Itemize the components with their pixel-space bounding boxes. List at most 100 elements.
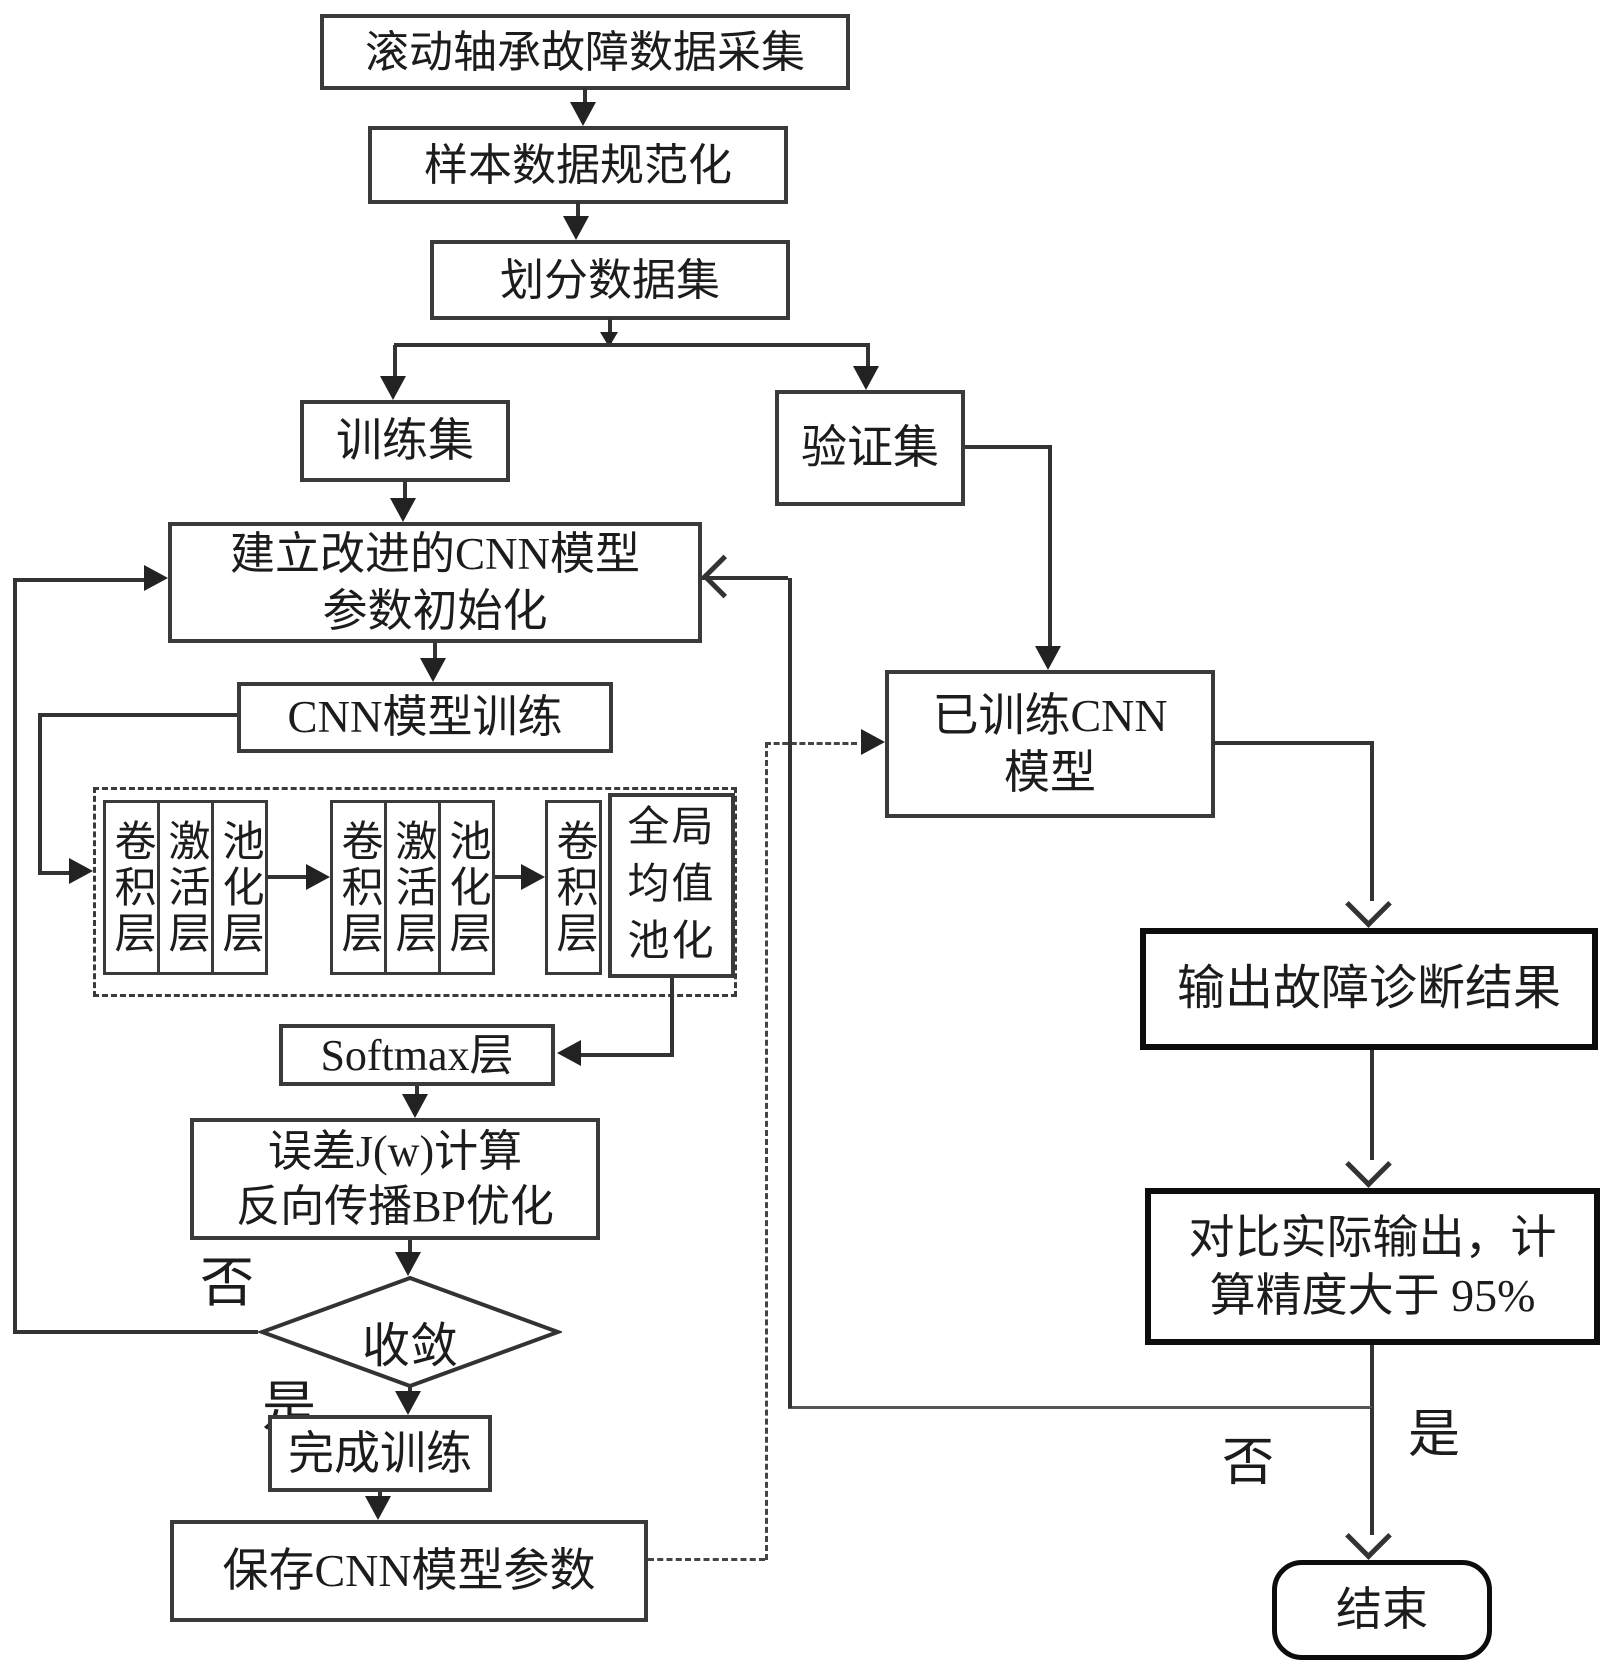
layer-global-avg-pool: 全局均值池化 xyxy=(608,793,735,978)
node-end-label: 结束 xyxy=(1336,1584,1428,1636)
arrow-normalize-split-head-icon xyxy=(563,216,589,240)
node-build-cnn-line2: 参数初始化 xyxy=(322,585,548,636)
arrow-output-compare-stem xyxy=(1370,1050,1374,1160)
arrow-train-build-head-icon xyxy=(390,498,416,522)
node-end: 结束 xyxy=(1272,1560,1492,1660)
route-gap-softmax-v xyxy=(670,978,674,1055)
node-collect-data: 滚动轴承故障数据采集 xyxy=(320,14,850,90)
arrow-error-converge-head-icon xyxy=(395,1252,421,1276)
layer-global-avg-pool-label: 全局均值池化 xyxy=(627,805,716,965)
node-normalize-label: 样本数据规范化 xyxy=(424,140,732,190)
feedback-right-bottom-h xyxy=(788,1406,1372,1409)
arrow-train-build-stem xyxy=(403,482,407,500)
arrow-softmax-error-head-icon xyxy=(402,1094,428,1118)
feedback-left-bottom-h xyxy=(13,1330,258,1334)
dashed-save-h xyxy=(648,1558,765,1561)
arrow-build-cnntrain-head-icon xyxy=(420,658,446,682)
dashed-save-v xyxy=(765,742,768,1560)
arrow-g2-g3-head-icon xyxy=(521,864,545,890)
arrow-finish-save-head-icon xyxy=(365,1496,391,1520)
node-error-bp: 误差J(w)计算 反向传播BP优化 xyxy=(190,1118,600,1240)
node-valid-set-label: 验证集 xyxy=(801,422,939,474)
node-softmax: Softmax层 xyxy=(279,1024,555,1086)
node-output-result: 输出故障诊断结果 xyxy=(1140,928,1598,1050)
layer-conv3-label: 卷积层 xyxy=(550,818,596,957)
node-converge-label: 收敛 xyxy=(361,1320,458,1373)
layer-conv1-label: 卷积层 xyxy=(108,818,154,957)
layer-pool2: 池化层 xyxy=(438,800,495,975)
arrow-into-end-chevron-icon xyxy=(1345,1513,1392,1560)
node-split-dataset: 划分数据集 xyxy=(430,240,790,320)
arrow-converge-finish-head-icon xyxy=(395,1391,421,1415)
arrow-split-valid-stem xyxy=(866,345,870,367)
route-compare-junction-v xyxy=(1370,1345,1374,1408)
route-cnntrain-bottom-h xyxy=(38,871,70,875)
feedback-left-top-h xyxy=(13,578,144,582)
layer-conv3: 卷积层 xyxy=(545,800,602,975)
label-accuracy-yes: 是 xyxy=(1408,1407,1461,1464)
arrow-g2-g3-stem xyxy=(495,875,523,879)
route-cnntrain-left-v xyxy=(38,713,42,873)
layer-act2: 激活层 xyxy=(384,800,441,975)
node-error-bp-line1: 误差J(w)计算 xyxy=(267,1127,523,1176)
node-trained-cnn-line2: 模型 xyxy=(1004,747,1096,798)
route-gap-softmax-h xyxy=(581,1053,674,1057)
node-cnn-training: CNN模型训练 xyxy=(237,682,613,753)
route-cnntrain-left-h xyxy=(38,713,237,717)
feedback-right-v xyxy=(788,578,792,1408)
node-softmax-label: Softmax层 xyxy=(320,1030,514,1080)
layer-pool1-label: 池化层 xyxy=(216,818,262,957)
node-trained-cnn-line1: 已训练CNN xyxy=(932,689,1168,741)
feedback-right-top-h xyxy=(702,576,788,580)
arrow-split-train-head-icon xyxy=(380,376,406,400)
node-output-result-label: 输出故障诊断结果 xyxy=(1176,962,1561,1015)
arrow-build-cnntrain-stem xyxy=(433,643,437,659)
layer-act1-label: 激活层 xyxy=(162,818,208,957)
layer-conv2: 卷积层 xyxy=(330,800,387,975)
arrow-softmax-error-stem xyxy=(415,1086,419,1098)
node-finish-training: 完成训练 xyxy=(268,1415,492,1492)
arrow-g1-g2-stem xyxy=(268,875,306,879)
arrow-collect-normalize-stem xyxy=(583,88,587,104)
layer-pool2-label: 池化层 xyxy=(443,818,489,957)
arrow-into-output-chevron-icon xyxy=(1345,881,1392,928)
split-branch-line xyxy=(394,343,870,347)
arrow-feedback-into-build-chevron-icon xyxy=(701,554,746,599)
arrow-g1-g2-head-icon xyxy=(306,864,330,890)
arrow-into-softmax-head-icon xyxy=(557,1040,581,1066)
arrow-dashed-into-trained-head-icon xyxy=(861,729,885,755)
route-valid-trained-h xyxy=(965,445,1052,449)
arrow-valid-trained-head-icon xyxy=(1035,646,1061,670)
arrow-split-train-stem xyxy=(393,345,397,378)
node-accuracy-check: 对比实际输出，计 算精度大于 95% xyxy=(1145,1188,1600,1345)
node-split-label: 划分数据集 xyxy=(500,255,720,305)
route-trained-output-v xyxy=(1370,741,1374,901)
arrow-feedback-into-build-head-icon xyxy=(144,565,168,591)
arrow-into-compare-chevron-icon xyxy=(1345,1141,1392,1188)
layer-act2-label: 激活层 xyxy=(389,818,435,957)
route-valid-trained-v xyxy=(1048,445,1052,647)
node-train-set-label: 训练集 xyxy=(336,415,474,467)
node-cnn-training-label: CNN模型训练 xyxy=(287,692,563,743)
node-save-params: 保存CNN模型参数 xyxy=(170,1520,648,1622)
node-train-set: 训练集 xyxy=(300,400,510,482)
layer-conv2-label: 卷积层 xyxy=(335,818,381,957)
layer-act1: 激活层 xyxy=(157,800,214,975)
arrow-junction-end-stem xyxy=(1370,1408,1374,1535)
label-converge-no: 否 xyxy=(200,1253,254,1313)
arrow-normalize-split-stem xyxy=(576,202,580,218)
arrow-split-valid-head-icon xyxy=(853,366,879,390)
node-save-params-label: 保存CNN模型参数 xyxy=(222,1545,596,1597)
node-accuracy-check-line1: 对比实际输出，计 xyxy=(1188,1212,1557,1263)
node-finish-training-label: 完成训练 xyxy=(288,1427,472,1479)
node-trained-cnn: 已训练CNN 模型 xyxy=(885,670,1215,818)
node-valid-set: 验证集 xyxy=(775,390,965,506)
node-error-bp-line2: 反向传播BP优化 xyxy=(236,1182,554,1231)
route-trained-output-h xyxy=(1213,741,1372,745)
node-converge-decision: 收敛 xyxy=(256,1274,564,1390)
layer-conv1: 卷积层 xyxy=(103,800,160,975)
feedback-left-v xyxy=(13,580,17,1332)
label-accuracy-no: 否 xyxy=(1222,1435,1275,1492)
dashed-save-top-h xyxy=(765,742,857,745)
